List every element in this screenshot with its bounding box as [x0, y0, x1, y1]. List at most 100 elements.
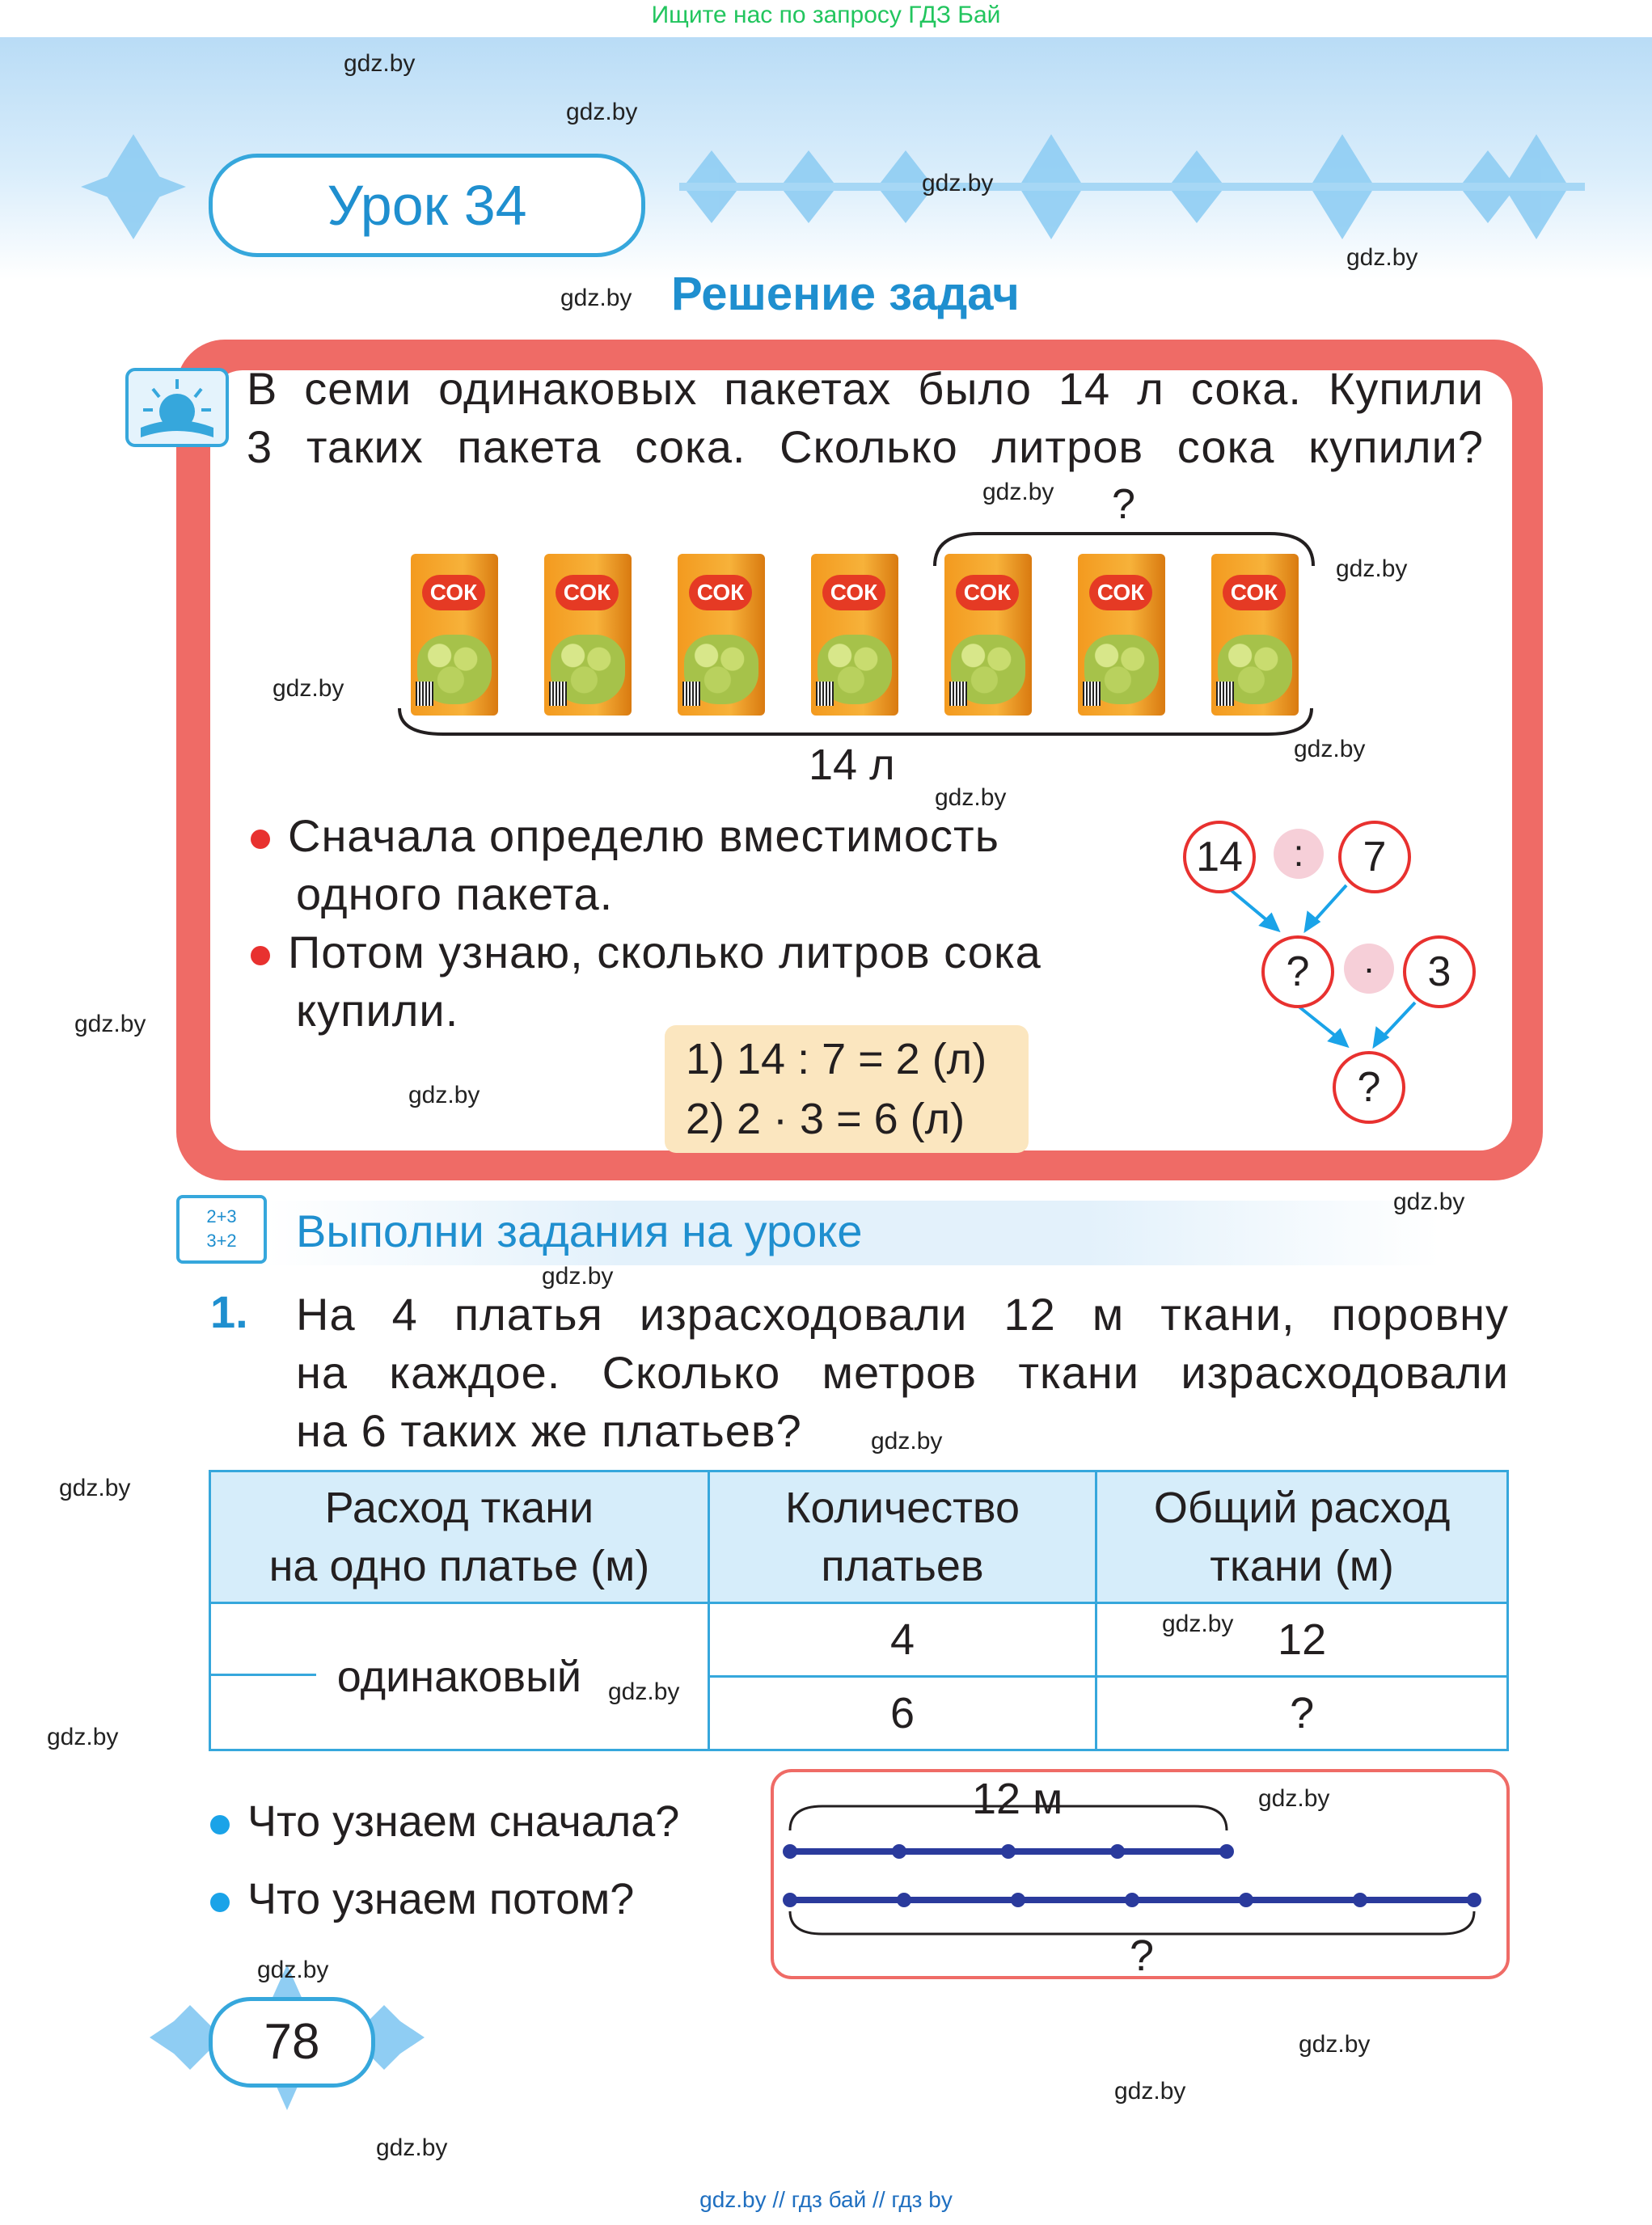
segment-top-label: 12 м — [972, 1775, 1063, 1823]
table-cell: 4 — [707, 1602, 1098, 1678]
watermark: gdz.by — [59, 1475, 131, 1501]
total-label: 14 л — [809, 741, 895, 789]
header-text: Расход ткани — [324, 1484, 594, 1532]
watermark: gdz.by — [1162, 1611, 1234, 1637]
bullet-2: Потом узнаю, сколько литров сока — [251, 923, 1041, 982]
watermark: gdz.by — [1294, 736, 1366, 762]
grapes-image — [1218, 635, 1292, 704]
watermark: gdz.by — [1346, 244, 1418, 271]
table-cell: 12 — [1095, 1602, 1509, 1678]
juice-carton-3: СОК — [678, 554, 765, 716]
tree-node-result: ? — [1333, 1051, 1405, 1124]
footer-links[interactable]: gdz.by // гдз бай // гдз by — [699, 2187, 953, 2212]
bullet-1: Сначала определю вместимость — [251, 807, 1041, 865]
watermark: gdz.by — [408, 1082, 480, 1108]
watermark: gdz.by — [560, 285, 632, 311]
bullet-dot — [251, 946, 270, 966]
header-text: на одно платье (м) — [268, 1542, 650, 1590]
barcode-icon — [816, 682, 834, 706]
carton-label: СОК — [422, 575, 485, 610]
tasks-header: Выполни задания на уроке — [296, 1205, 863, 1256]
bullet-list: Сначала определю вместимость одного паке… — [251, 807, 1041, 1040]
solution-step-2: 2) 2 · 3 = 6 (л) — [686, 1095, 965, 1143]
bottom-brace — [398, 707, 1313, 736]
bullet-1-line-2: одного пакета. — [296, 868, 614, 919]
tree-node-7: 7 — [1338, 821, 1411, 893]
carton-label: СОК — [1089, 575, 1152, 610]
top-note[interactable]: Ищите нас по запросу ГДЗ Бай — [651, 2, 1001, 28]
watermark: gdz.by — [376, 2134, 448, 2161]
tree-node-3: 3 — [1403, 935, 1476, 1008]
table-row: 6 ? — [210, 1675, 1509, 1751]
table-cell: ? — [1095, 1675, 1509, 1751]
header-text: Общий расход — [1153, 1484, 1451, 1532]
watermark: gdz.by — [922, 170, 994, 196]
task-table: Расход ткани на одно платье (м) Количеств… — [209, 1470, 1509, 1751]
watermark: gdz.by — [542, 1263, 614, 1290]
barcode-icon — [949, 682, 967, 706]
table-header-row: Расход ткани на одно платье (м) Количеств… — [209, 1470, 1509, 1604]
watermark: gdz.by — [1114, 2078, 1186, 2105]
tree-node-unknown-1: ? — [1261, 935, 1334, 1008]
header-text: ткани (м) — [1210, 1542, 1394, 1590]
watermark: gdz.by — [982, 479, 1054, 505]
question-2-text: Что узнаем потом? — [247, 1875, 635, 1923]
task-1-text: На 4 платья израсходовали 12 м ткани, по… — [296, 1286, 1509, 1460]
cell-same: одинаковый — [336, 1652, 582, 1701]
chalkboard-icon: 2+3 3+2 — [176, 1195, 267, 1264]
merged-cell: одинаковый — [209, 1602, 710, 1751]
header-text: платьев — [821, 1542, 984, 1590]
table-row: одинаковый 4 12 — [209, 1602, 1509, 1751]
barcode-icon — [1083, 682, 1101, 706]
tasks-band — [267, 1201, 1439, 1265]
task-1-line-3: на 6 таких же платьев? — [296, 1405, 802, 1456]
table-cell: 6 — [707, 1675, 1098, 1751]
watermark: gdz.by — [1336, 555, 1408, 582]
juice-carton-1: СОК — [411, 554, 498, 716]
juice-carton-4: СОК — [811, 554, 898, 716]
bullet-2-line-1: Потом узнаю, сколько литров сока — [288, 927, 1041, 977]
lesson-title: Урок 34 — [209, 154, 645, 257]
watermark: gdz.by — [1393, 1188, 1465, 1215]
question-1: Что узнаем сначала? — [210, 1783, 679, 1860]
example-line-1: В семи одинаковых пакетах было 14 л сока… — [247, 363, 1484, 414]
expression-tree-arrows — [1223, 884, 1417, 1049]
cell-divider — [211, 1674, 316, 1676]
question-2: Что узнаем потом? — [210, 1860, 679, 1938]
bullet-2-line-2: купили. — [296, 985, 459, 1036]
bracket-question: ? — [1112, 481, 1135, 528]
juice-carton-5: СОК — [944, 554, 1032, 716]
watermark: gdz.by — [257, 1957, 329, 1983]
example-line-2: 3 таких пакета сока. Сколько литров сока… — [247, 421, 1484, 472]
watermark: gdz.by — [935, 784, 1007, 811]
example-problem: В семи одинаковых пакетах было 14 л сока… — [247, 360, 1484, 476]
task-number: 1. — [210, 1286, 248, 1337]
segment-lines — [783, 1805, 1481, 1936]
barcode-icon — [416, 682, 433, 706]
solution-box: 1) 14 : 7 = 2 (л) 2) 2 · 3 = 6 (л) — [665, 1025, 1029, 1153]
header-cell: Общий расход ткани (м) — [1095, 1470, 1509, 1604]
tree-node-14: 14 — [1183, 821, 1256, 893]
bullet-dot — [210, 1892, 230, 1912]
tree-op-divide: : — [1274, 829, 1324, 879]
juice-carton-6: СОК — [1078, 554, 1165, 716]
barcode-icon — [1216, 682, 1234, 706]
carton-label: СОК — [689, 575, 752, 610]
header-text: Количество — [785, 1484, 1020, 1532]
topic-title: Решение задач — [671, 268, 1020, 320]
tree-op-multiply: · — [1344, 944, 1394, 994]
segment-bottom-label: ? — [1130, 1932, 1155, 1980]
bullet-dot — [210, 1814, 230, 1834]
board-line-1: 2+3 — [206, 1206, 237, 1226]
carton-label: СОК — [822, 575, 885, 610]
task-1-line-2: на каждое. Сколько метров ткани израсход… — [296, 1347, 1509, 1398]
question-list: Что узнаем сначала? Что узнаем потом? — [210, 1783, 679, 1938]
grapes-image — [551, 635, 625, 704]
watermark: gdz.by — [47, 1724, 119, 1750]
watermark: gdz.by — [608, 1678, 680, 1705]
question-1-text: Что узнаем сначала? — [247, 1797, 680, 1846]
barcode-icon — [682, 682, 700, 706]
page-number: 78 — [209, 1997, 375, 2088]
header-ornament — [81, 134, 1585, 239]
header-cell: Количество платьев — [707, 1470, 1098, 1604]
